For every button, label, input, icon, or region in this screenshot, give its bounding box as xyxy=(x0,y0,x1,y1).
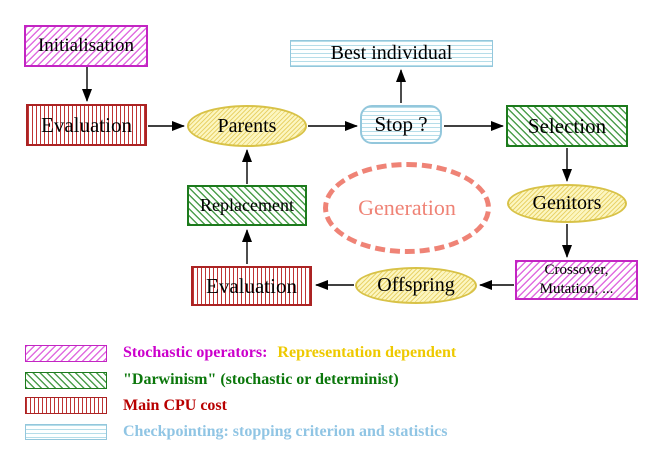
node-evaluation-top: Evaluation xyxy=(26,104,147,146)
node-evaluation-bottom: Evaluation xyxy=(191,266,312,306)
genitors-label: Genitors xyxy=(532,192,602,214)
offspring-label: Offspring xyxy=(377,274,455,296)
legend-label-representation-dependent: Representation dependent xyxy=(277,344,457,361)
stop-label: Stop ? xyxy=(374,112,428,136)
node-initialisation: Initialisation xyxy=(24,25,148,67)
legend-row-darwinism: "Darwinism" (stochastic or determinist) xyxy=(123,371,399,389)
legend-swatch-checkpointing xyxy=(25,424,107,440)
legend-label-checkpointing: Checkpointing: stopping criterion and st… xyxy=(123,423,448,440)
legend-row-main-cpu-cost: Main CPU cost xyxy=(123,397,227,415)
node-stop: Stop ? xyxy=(360,105,442,144)
node-replacement: Replacement xyxy=(187,185,307,226)
generation-label: Generation xyxy=(358,195,456,220)
legend-swatch-stochastic-operators xyxy=(25,345,107,362)
initialisation-label: Initialisation xyxy=(37,35,135,56)
parents-label: Parents xyxy=(217,114,277,137)
generation-loop-ellipse: Generation xyxy=(323,162,491,254)
node-parents: Parents xyxy=(187,105,307,147)
evaluation-top-label: Evaluation xyxy=(41,112,132,137)
crossover-label-line1: Crossover, xyxy=(544,262,609,279)
legend-swatch-main-cpu-cost xyxy=(25,397,107,414)
node-genitors: Genitors xyxy=(507,184,627,223)
crossover-label-line2: Mutation, ... xyxy=(539,281,614,297)
legend-swatch-darwinism xyxy=(25,372,107,389)
replacement-label: Replacement xyxy=(200,195,294,215)
legend-row-checkpointing: Checkpointing: stopping criterion and st… xyxy=(123,423,447,441)
legend-row-stochastic-operators: Stochastic operators: Representation dep… xyxy=(123,344,456,362)
legend-label-darwinism: "Darwinism" (stochastic or determinist) xyxy=(123,371,399,388)
legend-label-stochastic-operators: Stochastic operators: xyxy=(123,344,268,361)
node-best-individual: Best individual xyxy=(290,40,493,67)
selection-label: Selection xyxy=(527,113,607,138)
legend-label-main-cpu-cost: Main CPU cost xyxy=(123,397,227,414)
node-offspring: Offspring xyxy=(355,267,477,304)
node-selection: Selection xyxy=(506,105,628,147)
evaluation-bottom-label: Evaluation xyxy=(206,273,297,298)
best-individual-label: Best individual xyxy=(330,42,453,64)
node-crossover-mutation: Crossover, Mutation, ... xyxy=(515,260,638,300)
